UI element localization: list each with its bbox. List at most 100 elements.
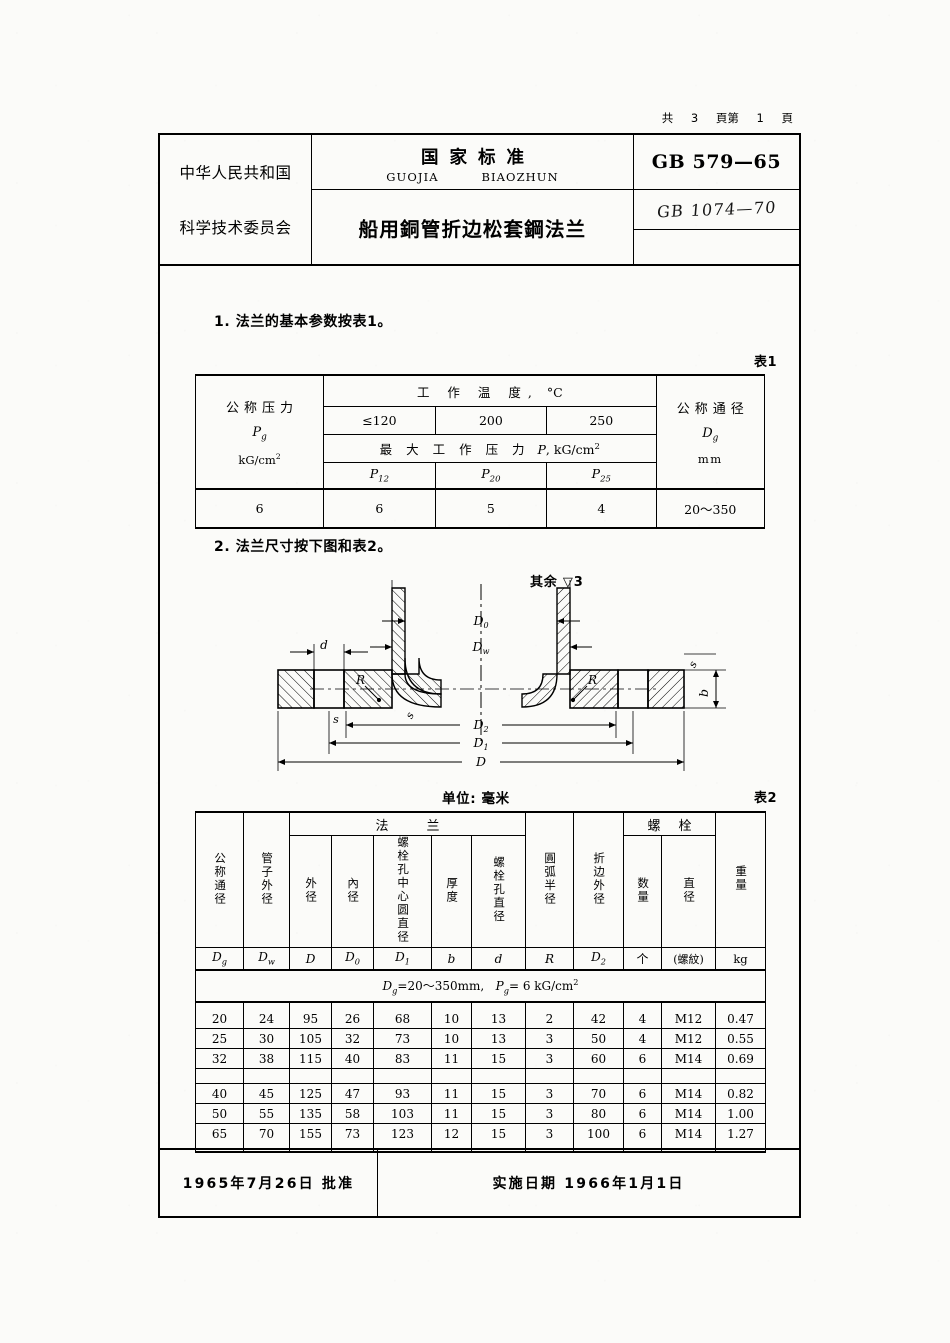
table2-group-flange: 法兰 xyxy=(289,811,526,836)
blank-code-box xyxy=(634,230,799,264)
table2-col-head-d: 螺栓孔直径 xyxy=(471,835,526,948)
table2-col-label-bolt-dia: 直径 xyxy=(682,876,697,904)
table1-data-row: 6 6 5 4 20～350 xyxy=(194,488,766,529)
cell-D1: 103 xyxy=(373,1103,432,1124)
clause-1: 1. 法兰的基本参数按表1。 xyxy=(214,314,393,330)
standard-label-chinese: 国家标准 xyxy=(421,147,535,168)
label-d: d xyxy=(320,638,328,652)
table2-group-flange-label: 法兰 xyxy=(375,818,478,834)
standard-label-cell: 国家标准 GUOJIA BIAOZHUN xyxy=(312,135,633,190)
table1-caption: 表1 xyxy=(753,355,777,370)
table2-col-label-Dg: 公称通径 xyxy=(213,851,228,906)
label-D0: D0 xyxy=(472,613,488,630)
issuer-cell: 中华人民共和国 科学技术委员会 xyxy=(160,135,312,264)
table2-sym-D1: D1 xyxy=(373,947,432,971)
page-counter-mid: 頁第 xyxy=(715,111,739,125)
cell-D1: 83 xyxy=(373,1048,432,1069)
table2-range-cell: Dg=20～350mm, Pg= 6 kG/cm2 xyxy=(194,969,767,1003)
table2-col-head-bolt-dia: 直径 xyxy=(660,835,717,948)
cell-d: 15 xyxy=(471,1083,526,1104)
table2-sym-R: R xyxy=(525,947,574,971)
label-b: b xyxy=(696,689,711,697)
label-s-right: s xyxy=(686,659,700,670)
label-D: D xyxy=(475,754,486,769)
cell-Dg: 50 xyxy=(195,1103,244,1124)
cell-R: 3 xyxy=(525,1083,574,1104)
cell-Dw: 70 xyxy=(243,1123,290,1153)
cell-bolt-dia: M14 xyxy=(660,1123,717,1153)
label-Dw: Dw xyxy=(472,639,490,656)
cell-D: 135 xyxy=(289,1103,332,1124)
cell-weight: 0.82 xyxy=(715,1083,767,1104)
cell-Dw: 45 xyxy=(243,1083,290,1104)
document-title-cell: 船用銅管折边松套鋼法兰 xyxy=(312,190,633,264)
table1-nb-symbol: Dg xyxy=(702,425,719,444)
table1-np-symbol: Pg xyxy=(252,425,267,443)
cell-bolt-dia: M14 xyxy=(660,1103,717,1124)
table2-col-head-D: 外径 xyxy=(289,835,332,948)
table2-col-head-D1: 螺栓孔中心圆直径 xyxy=(373,835,432,948)
table2-range-row: Dg=20～350mm, Pg= 6 kG/cm2 xyxy=(194,969,767,1003)
table1-header-row-1: 公称压力 Pg kG/cm2 工 作 温 度, °C 公称通径 Dg mm xyxy=(194,374,766,490)
cell-bolt-dia: M14 xyxy=(660,1048,717,1069)
table2-col-label-b: 厚度 xyxy=(445,876,460,904)
table2: 公称通径 管子外径 法兰 圓弧半径 折边外径 螺栓 xyxy=(194,811,767,1153)
cell-Dw: 55 xyxy=(243,1103,290,1124)
table2-sym-Dw: Dw xyxy=(243,947,290,971)
table1-temp-col-2: 200 xyxy=(434,406,548,435)
table1-value-nominal-pressure: 6 xyxy=(194,488,325,529)
table2-col-label-D2: 折边外径 xyxy=(592,851,607,906)
cell-bolt-dia: M12 xyxy=(660,1028,717,1049)
cell-D: 95 xyxy=(289,1001,332,1029)
table2-col-label-bolt-qty: 数量 xyxy=(636,876,651,904)
cell-Dg: 25 xyxy=(195,1028,244,1049)
issuer-line-1: 中华人民共和国 xyxy=(179,163,292,182)
table1-max-pressure-row: 最 大 工 作 压 力 P, kG/cm2 xyxy=(196,434,765,463)
table1-np-unit: kG/cm2 xyxy=(238,451,281,467)
standard-label-pinyin: GUOJIA BIAOZHUN xyxy=(386,170,559,184)
cell-weight: 0.69 xyxy=(715,1048,767,1069)
page-counter-prefix: 共 xyxy=(661,111,674,125)
table1-max-pressure-header: 最 大 工 作 压 力 P, kG/cm2 xyxy=(323,434,657,463)
handwritten-annotation-box: GB 1074—70 xyxy=(634,190,799,230)
cell-bolt-dia: M12 xyxy=(660,1001,717,1029)
table2-col-head-Dw: 管子外径 xyxy=(243,811,290,948)
table2-symbol-row: Dg Dw D D0 D1 b d R D2 个 (螺紋) kg xyxy=(195,947,767,971)
cell-R: 3 xyxy=(525,1123,574,1153)
table2-wrapper: 公称通径 管子外径 法兰 圓弧半径 折边外径 螺栓 xyxy=(194,811,767,1153)
cell-bolt-qty: 6 xyxy=(623,1103,662,1124)
table1-nominal-pressure-header: 公称压力 Pg kG/cm2 xyxy=(194,374,325,490)
table2-sym-D0: D0 xyxy=(331,947,374,971)
handwritten-code-annotation: GB 1074—70 xyxy=(655,197,778,222)
clause-2: 2. 法兰尺寸按下图和表2。 xyxy=(214,539,393,555)
cell-D2: 80 xyxy=(573,1103,624,1124)
pinyin-biaozhun: BIAOZHUN xyxy=(481,169,559,184)
cell-D1: 93 xyxy=(373,1083,432,1104)
cell-D2: 50 xyxy=(573,1028,624,1049)
table1-value-p12: 6 xyxy=(323,488,436,529)
table2-sym-d: d xyxy=(471,947,526,971)
table2-col-label-D1: 螺栓孔中心圆直径 xyxy=(396,836,411,944)
cell-d: 13 xyxy=(471,1028,526,1049)
cell-D: 125 xyxy=(289,1083,332,1104)
table1-nominal-bore-header: 公称通径 Dg mm xyxy=(655,374,766,490)
cell-d: 15 xyxy=(471,1103,526,1124)
table2-group-spacer xyxy=(195,1068,767,1084)
table2-group-header-row: 公称通径 管子外径 法兰 圓弧半径 折边外径 螺栓 xyxy=(195,811,767,948)
cell-D0: 58 xyxy=(331,1103,374,1124)
table-row: 20 24 95 26 68 10 13 2 42 4 M12 0.47 xyxy=(195,1001,767,1029)
tube-wall-left xyxy=(391,587,406,675)
cell-weight: 1.27 xyxy=(715,1123,767,1153)
table1-temperature-row: ≤120 200 250 xyxy=(196,406,765,435)
table2-col-head-R: 圓弧半径 xyxy=(525,811,574,948)
cell-bolt-qty: 6 xyxy=(623,1123,662,1153)
table1-psym-1: P12 xyxy=(323,462,436,490)
label-R-right: R xyxy=(587,673,597,687)
cell-Dw: 30 xyxy=(243,1028,290,1049)
cell-b: 11 xyxy=(431,1103,472,1124)
title-block: 中华人民共和国 科学技术委员会 国家标准 GUOJIA BIAOZHUN 船用銅… xyxy=(160,135,799,266)
flange-ring-left-outer xyxy=(277,669,315,709)
cell-D: 105 xyxy=(289,1028,332,1049)
cell-D1: 68 xyxy=(373,1001,432,1029)
table1-wt-unit: °C xyxy=(542,384,563,400)
